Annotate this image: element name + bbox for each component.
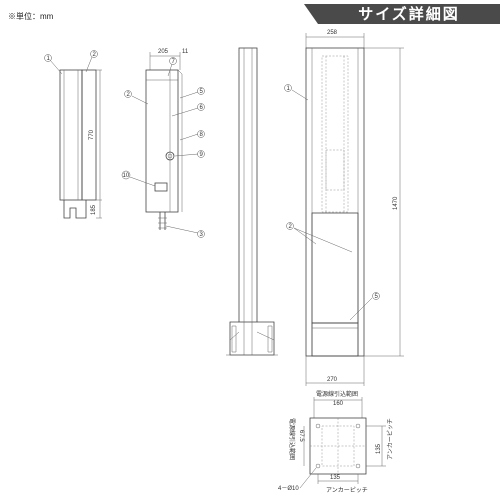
- drawing-pole-side: [226, 47, 278, 356]
- callout-6-label: 6: [200, 105, 204, 111]
- callout-2b-label: 2: [127, 92, 131, 98]
- dim-width-top: 258: [327, 30, 338, 36]
- callout-3-label: 3: [200, 232, 204, 238]
- dim-plate-height: 135: [376, 443, 382, 454]
- plate-title: 電源線引込範囲: [316, 390, 358, 398]
- callout-5-label: 5: [200, 89, 204, 95]
- anchor-label-right: アンカーピッチ: [387, 418, 394, 460]
- drawing-front-frame: 258 1470 270 1 2 5: [284, 30, 404, 386]
- dim-plate-offset: 135: [330, 475, 341, 481]
- unit-note: ※単位：mm: [8, 12, 54, 21]
- title-banner: サイズ詳細図: [304, 4, 500, 24]
- plate-side-note: 電源線引込範囲: [288, 418, 296, 460]
- callout-8-label: 8: [200, 132, 204, 138]
- callout-1: [44, 54, 52, 62]
- dim-height-main: 1470: [393, 196, 399, 210]
- dim-holes: 4－Ø10: [278, 486, 299, 492]
- dim-side-small: 11: [182, 49, 189, 55]
- callout-2: [90, 50, 98, 58]
- dim-plate-width: 160: [333, 401, 344, 407]
- page-title: サイズ詳細図: [358, 5, 460, 23]
- dim-width-bottom: 270: [327, 377, 338, 383]
- callout-2-label: 2: [93, 52, 97, 58]
- drawing-side-channel: 770 185 1 2: [44, 50, 102, 219]
- callout-2c-label: 2: [289, 224, 293, 230]
- callout-9-label: 9: [200, 152, 204, 158]
- drawing-front-socket: 205 11 7 2 5 6 8 9 10: [121, 49, 205, 238]
- callout-1b-label: 1: [287, 86, 291, 92]
- anchor-label-bottom: アンカーピッチ: [326, 487, 368, 494]
- drawing-base-plate: 電源線引込範囲 160 電源線引込範囲 67.5 135 アンカーピッチ 135…: [278, 390, 394, 494]
- callout-7-label: 7: [172, 59, 176, 65]
- dim-height-side: 770: [89, 129, 95, 140]
- callout-5b-label: 5: [375, 294, 379, 300]
- callout-10-label: 10: [123, 173, 130, 179]
- dim-plate-half: 67.5: [298, 430, 304, 442]
- callout-1-label: 1: [47, 56, 51, 62]
- dim-height-base: 185: [91, 204, 97, 215]
- dim-side-width: 205: [158, 49, 169, 55]
